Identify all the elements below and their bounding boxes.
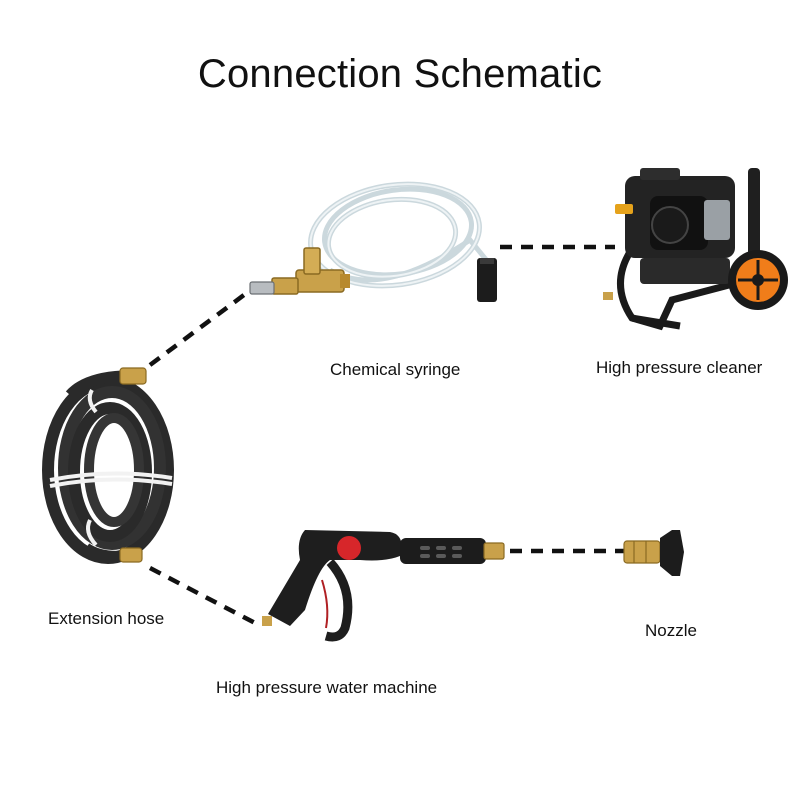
connector-hose-to-syringe (148, 290, 250, 367)
extension-hose-image (42, 367, 174, 564)
connector-hose-to-machine (148, 566, 257, 625)
spray-gun-image (262, 530, 505, 642)
chemical-syringe-image (249, 181, 497, 302)
label-high-pressure-water-machine: High pressure water machine (216, 678, 438, 697)
label-chemical-syringe: Chemical syringe (330, 360, 461, 379)
label-extension-hose: Extension hose (48, 609, 165, 628)
label-high-pressure-cleaner: High pressure cleaner (596, 358, 763, 377)
diagram-title: Connection Schematic (197, 52, 603, 96)
high-pressure-cleaner-image (603, 168, 788, 331)
nozzle-image (623, 530, 684, 576)
label-nozzle: Nozzle (645, 621, 697, 640)
